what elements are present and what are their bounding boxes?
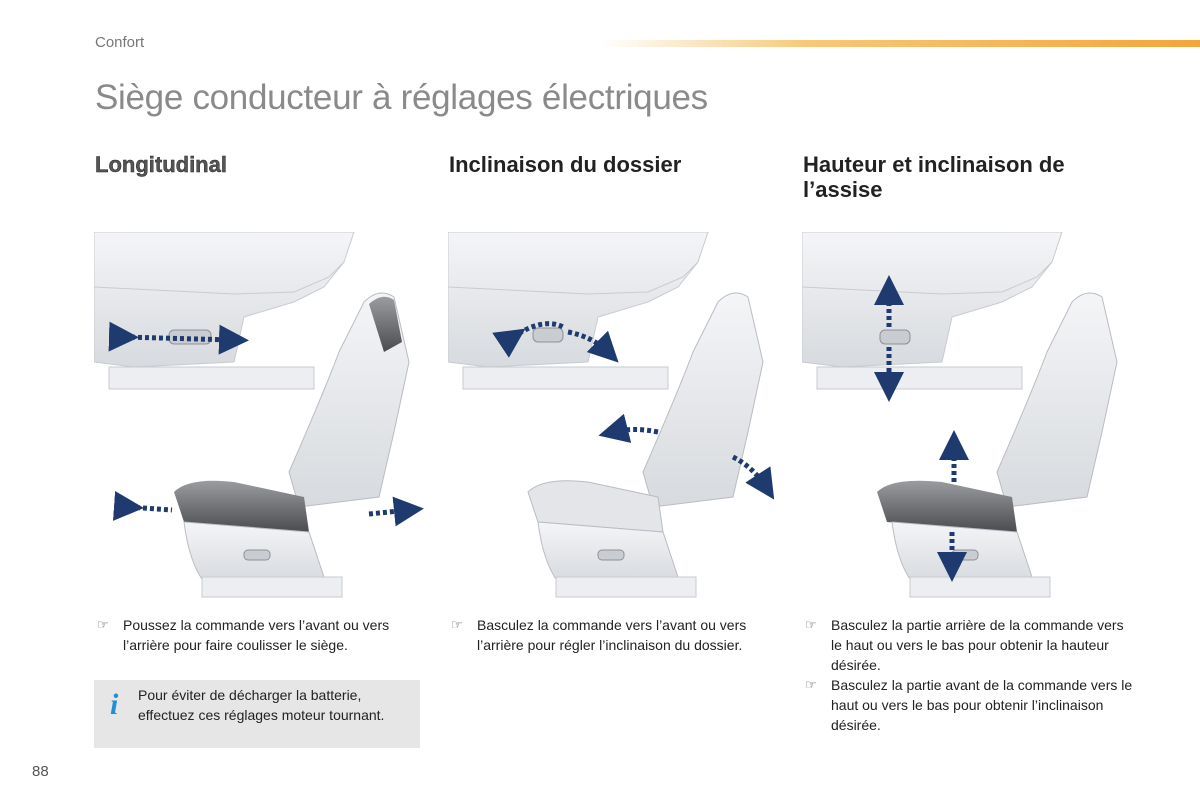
pointing-hand-icon: ☞ [97, 617, 109, 632]
bullets-cushion: ☞Basculez la partie arrière de la comman… [803, 615, 1133, 735]
seat-illustration-longitudinal [94, 232, 424, 598]
list-item: ☞Poussez la commande vers l’avant ou ver… [97, 617, 390, 653]
header-accent-bar [600, 40, 1200, 47]
pointing-hand-icon: ☞ [805, 677, 817, 692]
section-label: Confort [95, 34, 145, 51]
list-item: ☞Basculez la partie arrière de la comman… [805, 617, 1124, 673]
info-box: i Pour éviter de décharger la batterie, … [94, 680, 420, 748]
seat-illustration-backrest [448, 232, 775, 598]
info-icon: i [110, 688, 119, 721]
pointing-hand-icon: ☞ [451, 617, 463, 632]
page-number: 88 [32, 763, 49, 780]
heading-cushion-height: Hauteur et inclinaison de l’assise [803, 152, 1065, 202]
list-item: ☞Basculez la commande vers l’avant ou ve… [451, 617, 747, 653]
page-title: Siège conducteur à réglages électriques [95, 78, 708, 117]
pointing-hand-icon: ☞ [805, 617, 817, 632]
list-item: ☞Basculez la partie avant de la commande… [805, 677, 1133, 733]
info-text: Pour éviter de décharger la batterie, ef… [138, 687, 385, 723]
bullets-backrest: ☞Basculez la commande vers l’avant ou ve… [449, 615, 779, 655]
heading-backrest-recline: Inclinaison du dossier [449, 152, 682, 177]
heading-longitudinal: Longitudinal [95, 152, 227, 177]
seat-illustration-cushion [802, 232, 1118, 598]
bullets-longitudinal: ☞Poussez la commande vers l’avant ou ver… [95, 615, 425, 655]
